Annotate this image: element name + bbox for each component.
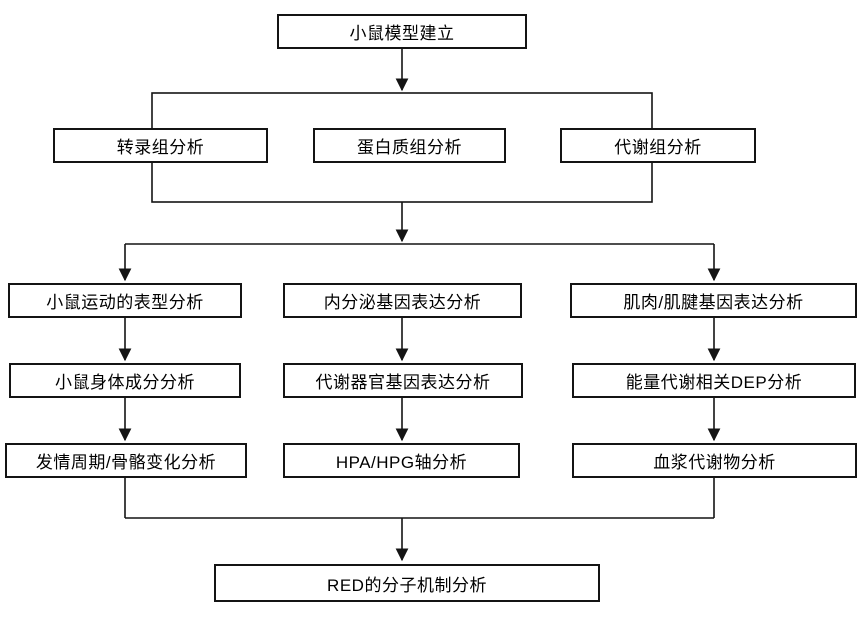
- node-body-composition: 小鼠身体成分分析: [9, 363, 241, 398]
- node-proteome: 蛋白质组分析: [313, 128, 506, 163]
- node-estrous-bone: 发情周期/骨骼变化分析: [5, 443, 247, 478]
- node-energy-dep: 能量代谢相关DEP分析: [572, 363, 856, 398]
- node-muscle-tendon-gene: 肌肉/肌腱基因表达分析: [570, 283, 857, 318]
- converge-bracket: [124, 478, 715, 519]
- node-phenotype-analysis: 小鼠运动的表型分析: [8, 283, 242, 318]
- node-transcriptome: 转录组分析: [53, 128, 268, 163]
- branch-line: [118, 243, 721, 282]
- node-endocrine-gene: 内分泌基因表达分析: [283, 283, 522, 318]
- node-hpa-hpg-axis: HPA/HPG轴分析: [283, 443, 520, 478]
- node-metabolic-organ-gene: 代谢器官基因表达分析: [283, 363, 523, 398]
- node-red-mechanism: RED的分子机制分析: [214, 564, 600, 602]
- node-metabolome: 代谢组分析: [560, 128, 756, 163]
- node-plasma-metabolite: 血浆代谢物分析: [572, 443, 857, 478]
- node-mouse-model: 小鼠模型建立: [277, 14, 527, 49]
